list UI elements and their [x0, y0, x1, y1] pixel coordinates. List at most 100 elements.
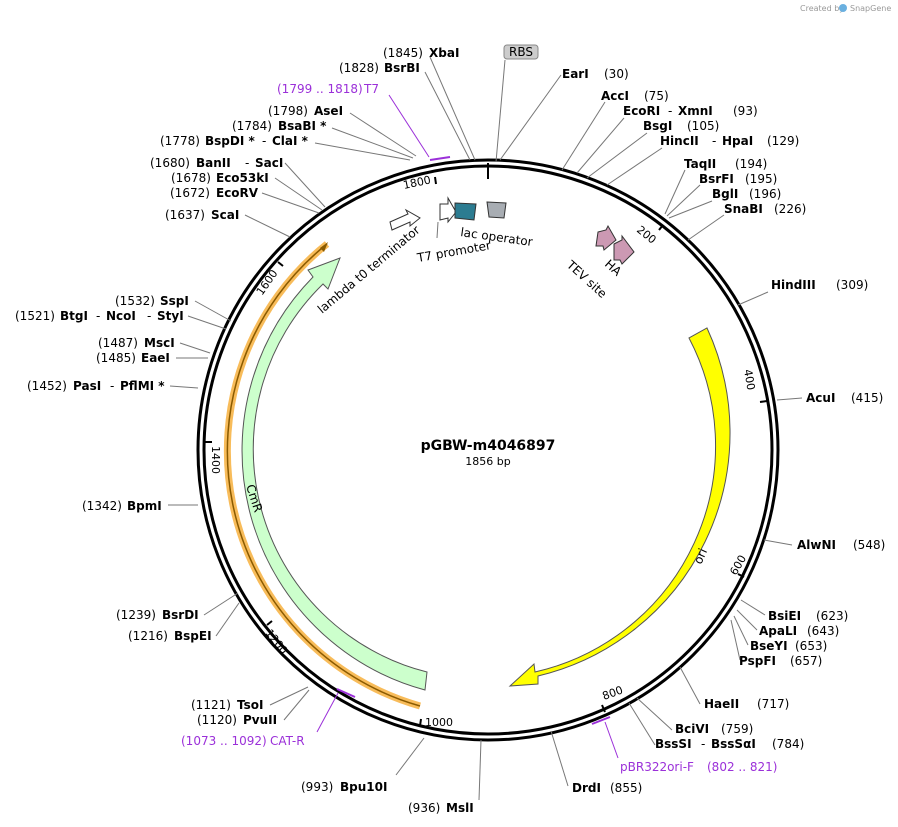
site-bcivi-name[interactable]: BciVI	[675, 722, 709, 736]
site-bspei-name[interactable]: BspEI	[174, 629, 212, 643]
site-bgli-name[interactable]: BglI	[712, 187, 738, 201]
site-bsrdi-pos: (1239)	[116, 608, 156, 622]
site-hindiii-name[interactable]: HindIII	[771, 278, 816, 292]
site-pasi-pos: (1452)	[27, 379, 67, 393]
site-xbai-pos: (1845)	[383, 46, 423, 60]
site-bsgi-name[interactable]: BsgI	[643, 119, 672, 133]
cmr-orf-line	[226, 243, 421, 707]
site-tsoi-pos: (1121)	[191, 698, 231, 712]
site-pasi-name[interactable]: PasI	[73, 379, 101, 393]
backbone-outer-ring	[196, 158, 780, 742]
credit-created-by: Created by	[800, 4, 844, 13]
site-pflmi-name[interactable]: PflMI *	[120, 379, 165, 393]
site-eco53ki-name[interactable]: Eco53kI	[216, 171, 269, 185]
tick-1800	[434, 176, 437, 185]
site-bsiei-name[interactable]: BsiEI	[768, 609, 801, 623]
site-pasi-sep: -	[110, 379, 114, 393]
site-taqii-name[interactable]: TaqII	[684, 157, 716, 171]
ori-label: ori	[691, 546, 710, 566]
site-ecori-sep: -	[668, 104, 672, 118]
site-alwni-name[interactable]: AlwNI	[797, 538, 836, 552]
site-xbai-name[interactable]: XbaI	[429, 46, 459, 60]
site-bsrbi-name[interactable]: BsrBI	[384, 61, 420, 75]
site-asei-name[interactable]: AseI	[314, 104, 343, 118]
site-bseyi-pos: (653)	[795, 639, 827, 653]
catr-primer-range: (1073 .. 1092)	[181, 734, 267, 748]
site-ecorv-pos: (1672)	[170, 186, 210, 200]
site-banii-sep: -	[245, 156, 249, 170]
site-styi-name[interactable]: StyI	[157, 309, 184, 323]
site-bsssi-pos: (784)	[772, 737, 804, 751]
site-ecorv-name[interactable]: EcoRV	[216, 186, 259, 200]
tev-site-arrow[interactable]	[595, 224, 617, 251]
site-bsrdi-name[interactable]: BsrDI	[162, 608, 199, 622]
cmr-orf-arrowhead	[320, 242, 328, 252]
pbr322-primer-range: (802 .. 821)	[707, 760, 777, 774]
rbs-leader	[495, 59, 506, 163]
site-msci-name[interactable]: MscI	[144, 336, 175, 350]
site-acci-pos: (75)	[644, 89, 669, 103]
pbr322-primer-name[interactable]: pBR322ori-F	[620, 760, 694, 774]
lambda-t0-terminator-arrow[interactable]	[389, 208, 421, 231]
site-haeii-name[interactable]: HaeII	[704, 697, 739, 711]
site-acci-name[interactable]: AccI	[601, 89, 629, 103]
ori-arrow[interactable]	[508, 327, 731, 687]
credit-brand: SnapGene	[850, 4, 891, 13]
t7-promoter-box[interactable]	[454, 202, 477, 221]
site-hpai-name[interactable]: HpaI	[722, 134, 753, 148]
site-bsgi-pos: (105)	[687, 119, 719, 133]
site-ncoi-name[interactable]: NcoI	[106, 309, 136, 323]
site-clai-name[interactable]: ClaI *	[272, 134, 309, 148]
site-pspfi-name[interactable]: PspFI	[739, 654, 776, 668]
cmr-arrow[interactable]	[241, 257, 428, 691]
site-banii-name[interactable]: BanII	[196, 156, 231, 170]
tick-label-200: 200	[634, 223, 659, 246]
tick-400	[759, 400, 768, 403]
site-tsoi-name[interactable]: TsoI	[237, 698, 263, 712]
site-bsrfi-name[interactable]: BsrFI	[699, 172, 734, 186]
site-bseyi-name[interactable]: BseYI	[750, 639, 788, 653]
site-bpmi-name[interactable]: BpmI	[127, 499, 162, 513]
site-eaei-name[interactable]: EaeI	[141, 351, 170, 365]
site-saci-name[interactable]: SacI	[255, 156, 283, 170]
site-pvuii-name[interactable]: PvuII	[243, 713, 277, 727]
rbs-box[interactable]	[503, 44, 539, 60]
site-eari-name[interactable]: EarI	[562, 67, 589, 81]
site-bsssi-name[interactable]: BssSI	[655, 737, 692, 751]
snapgene-logo-icon	[839, 4, 847, 12]
tick-1200	[266, 620, 273, 626]
t7-promoter-arrow-outline[interactable]	[439, 196, 457, 224]
site-drdi-name[interactable]: DrdI	[572, 781, 601, 795]
ha-arrow[interactable]	[613, 234, 635, 265]
catr-primer-name[interactable]: CAT-R	[270, 734, 305, 748]
site-btgi-name[interactable]: BtgI	[60, 309, 88, 323]
t7-primer-mark	[429, 156, 451, 161]
t7-primer-name[interactable]: T7	[363, 82, 379, 96]
site-bspdi-name[interactable]: BspDI *	[205, 134, 255, 148]
site-ecori-name[interactable]: EcoRI	[623, 104, 660, 118]
site-acui-name[interactable]: AcuI	[806, 391, 835, 405]
left-leaders	[168, 56, 482, 801]
site-scai-name[interactable]: ScaI	[211, 208, 239, 222]
site-bgli-pos: (196)	[749, 187, 781, 201]
site-eari-pos: (30)	[604, 67, 629, 81]
t7-primer-leader	[388, 94, 430, 158]
site-sspi-name[interactable]: SspI	[160, 294, 189, 308]
tick-800	[601, 704, 606, 713]
site-bsssai-name[interactable]: BssSαI	[711, 737, 756, 751]
site-xmni-name[interactable]: XmnI	[678, 104, 713, 118]
lac-operator-box[interactable]	[486, 201, 507, 219]
tick-200	[658, 224, 664, 231]
site-apali-name[interactable]: ApaLI	[759, 624, 797, 638]
site-msli-name[interactable]: MslI	[446, 801, 474, 815]
site-bpu10i-name[interactable]: Bpu10I	[340, 780, 387, 794]
site-taqii-pos: (194)	[735, 157, 767, 171]
site-asei-pos: (1798)	[268, 104, 308, 118]
site-drdi-pos: (855)	[610, 781, 642, 795]
site-bsabi-name[interactable]: BsaBI *	[278, 119, 327, 133]
site-snabi-name[interactable]: SnaBI	[724, 202, 763, 216]
tick-marks	[205, 163, 768, 727]
tev-site-label: TEV site	[563, 257, 609, 301]
site-hincii-name[interactable]: HincII	[660, 134, 699, 148]
